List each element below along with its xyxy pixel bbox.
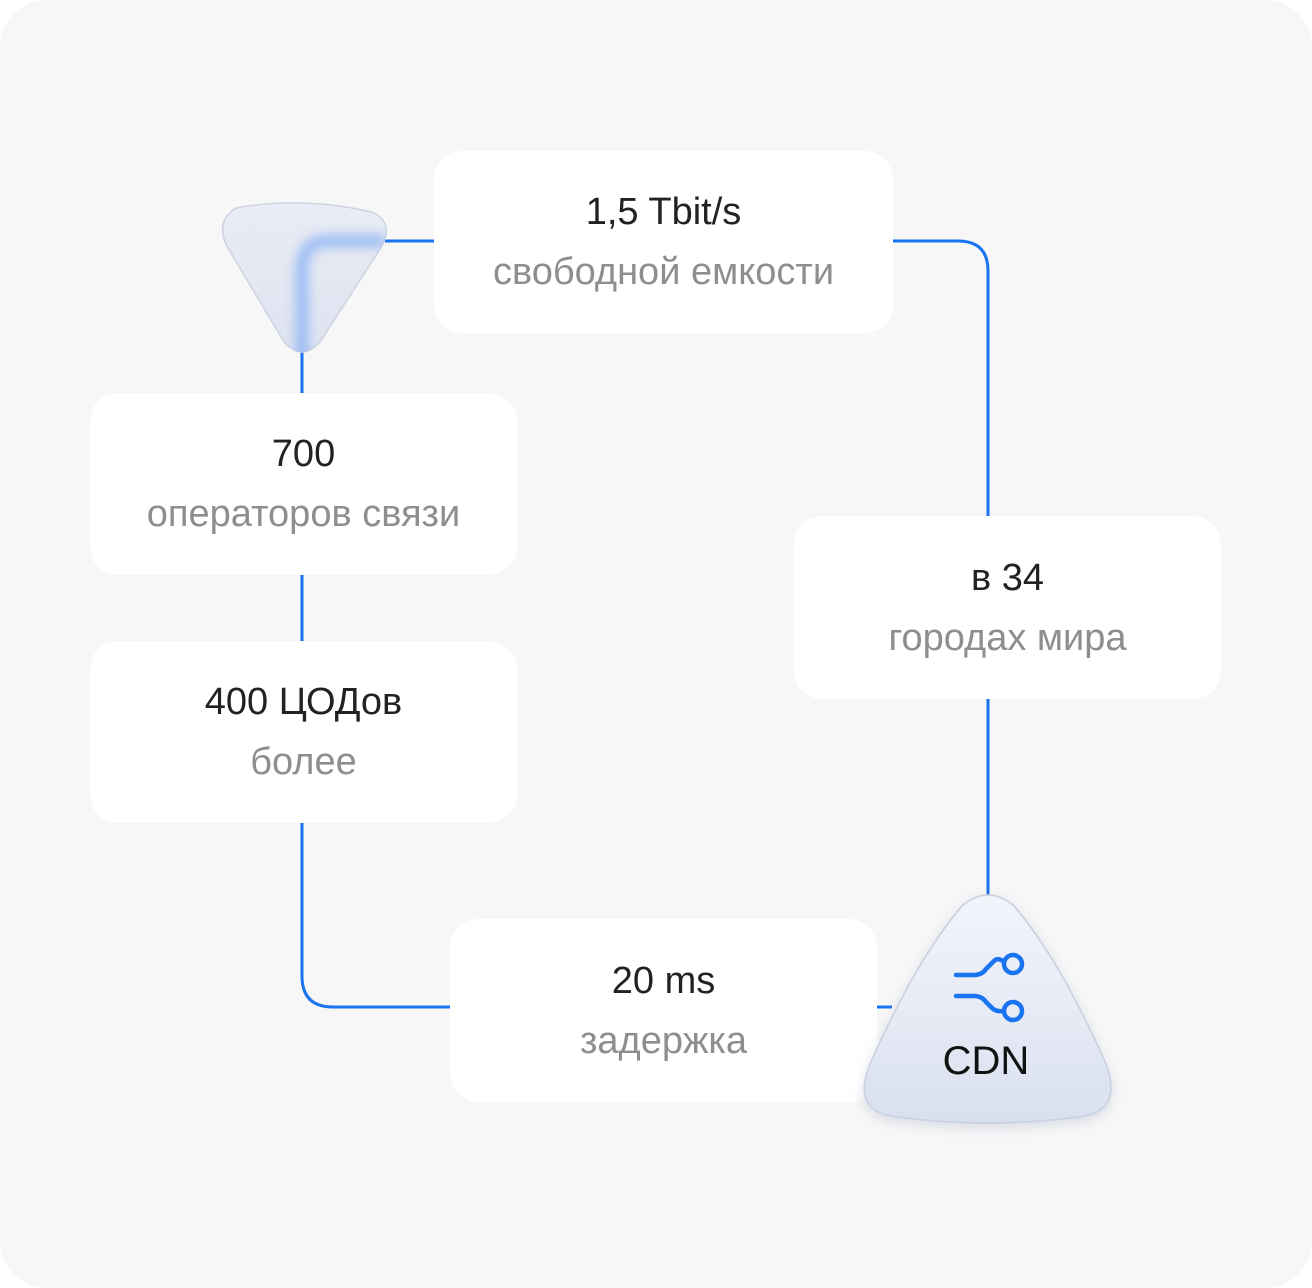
cities-card: в 34 городах мира [794,516,1221,699]
operators-card: 700 операторов связи [90,393,517,575]
cities-value: в 34 [970,556,1044,599]
wire-capacity-to-cities [893,239,990,516]
wire-dc-to-latency [300,823,450,1009]
operators-label: операторов связи [146,493,461,535]
cities-label: городах мира [888,616,1127,659]
latency-label: задержка [579,1019,747,1062]
datacenters-label: более [250,741,357,783]
latency-value: 20 ms [611,959,716,1002]
datacenters-value: 400 ЦОДов [204,681,403,723]
capacity-card: 1,5 Tbit/s свободной емкости [434,151,893,333]
latency-card: 20 ms задержка [450,919,877,1102]
datacenters-card: 400 ЦОДов более [90,641,517,823]
cdn-label: CDN [942,1039,1030,1083]
operators-value: 700 [271,433,336,475]
capacity-value: 1,5 Tbit/s [585,191,742,233]
capacity-label: свободной емкости [492,251,835,293]
